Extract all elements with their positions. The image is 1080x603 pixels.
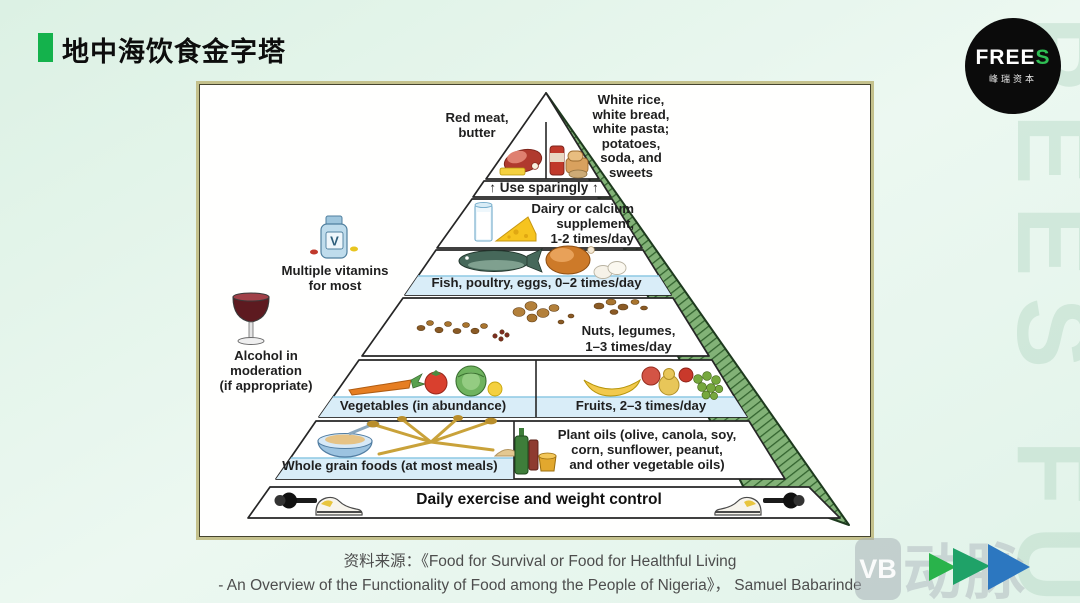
apple2-icon <box>678 367 694 383</box>
source-line-1: 资料来源：《Food for Survival or Food for Heal… <box>343 553 737 570</box>
strip-grains-label <box>276 458 514 479</box>
label-nuts: Nuts, legumes, 1–3 times/day <box>581 323 676 354</box>
nuts-legumes-icon <box>416 298 648 342</box>
tomato-icon <box>424 370 448 395</box>
strip-fish-label <box>405 276 671 295</box>
label-exercise: Daily exercise and weight control <box>416 491 662 508</box>
eggs-icon <box>593 261 627 279</box>
frees-logo-text: FREES <box>975 47 1050 68</box>
cheese-icon <box>494 216 537 242</box>
oil-bottles-icon <box>514 428 557 475</box>
arrow-triangle-2 <box>953 548 990 585</box>
grain-bowl-icon <box>317 420 380 458</box>
band-use-sparingly <box>472 180 612 198</box>
label-dairy: Dairy or calcium supplement, 1-2 times/d… <box>531 201 634 246</box>
label-use-sparingly: ↑ Use sparingly ↑ <box>489 180 599 195</box>
pyramid-figure: V Red meat, butter White rice, white bre… <box>196 81 874 540</box>
dumbbell-left-icon <box>274 492 317 509</box>
milk-glass-icon <box>474 201 493 242</box>
label-red-meat: Red meat, butter <box>445 110 509 140</box>
source-citation: 资料来源：《Food for Survival or Food for Heal… <box>0 550 1080 598</box>
vb-logo-badge: VB <box>855 538 901 600</box>
label-fruits: Fruits, 2–3 times/day <box>575 398 707 413</box>
soda-bread-icon <box>549 145 589 179</box>
label-plant-oils: Plant oils (olive, canola, soy, corn, su… <box>557 427 737 472</box>
logo-brand-main: FREE <box>975 46 1036 69</box>
label-vitamins: Multiple vitamins for most <box>281 263 389 293</box>
dumbbell-right-icon <box>763 492 805 509</box>
grapes-icon <box>693 371 724 400</box>
logo-subtitle: 峰瑞资本 <box>988 74 1037 84</box>
label-whole-grains: Whole grain foods (at most meals) <box>282 458 498 473</box>
strip-fruits-label <box>536 397 747 417</box>
strip-vegetables-label <box>319 397 536 417</box>
label-alcohol: Alcohol in moderation (if appropriate) <box>219 348 313 393</box>
frees-logo: FREES 峰瑞资本 <box>965 18 1061 114</box>
wine-glass-icon <box>232 292 270 345</box>
vitamin-letter: V <box>330 234 339 249</box>
band-exercise <box>247 486 841 519</box>
lemon-icon <box>487 381 503 397</box>
arrow-triangle-1 <box>929 553 956 581</box>
pear-icon <box>658 368 680 396</box>
red-meat-icon <box>499 148 543 176</box>
level-nuts <box>361 297 710 357</box>
banana-icon <box>583 378 641 397</box>
label-white-rice: White rice, white bread, white pasta; po… <box>592 92 670 180</box>
label-fish: Fish, poultry, eggs, 0–2 times/day <box>431 275 642 290</box>
apple-icon <box>641 366 661 386</box>
page-title: 地中海饮食金字塔 <box>62 37 286 67</box>
carrot-icon <box>348 373 427 396</box>
title-accent-bar <box>38 33 53 62</box>
arrow-triangle-3 <box>988 544 1030 590</box>
logo-brand-accent: S <box>1035 46 1051 69</box>
source-line-2: - An Overview of the Functionality of Fo… <box>218 577 862 595</box>
poultry-icon <box>545 245 595 275</box>
pyramid-drawing: V <box>232 92 850 526</box>
vitamin-bottle-icon: V <box>310 215 358 259</box>
fish-icon <box>458 248 543 273</box>
sneaker-left-icon <box>315 496 363 516</box>
cabbage-icon <box>455 365 487 397</box>
sneaker-right-icon <box>714 496 762 516</box>
label-vegetables: Vegetables (in abundance) <box>339 398 507 413</box>
brand-arrows-icon <box>929 544 1030 590</box>
